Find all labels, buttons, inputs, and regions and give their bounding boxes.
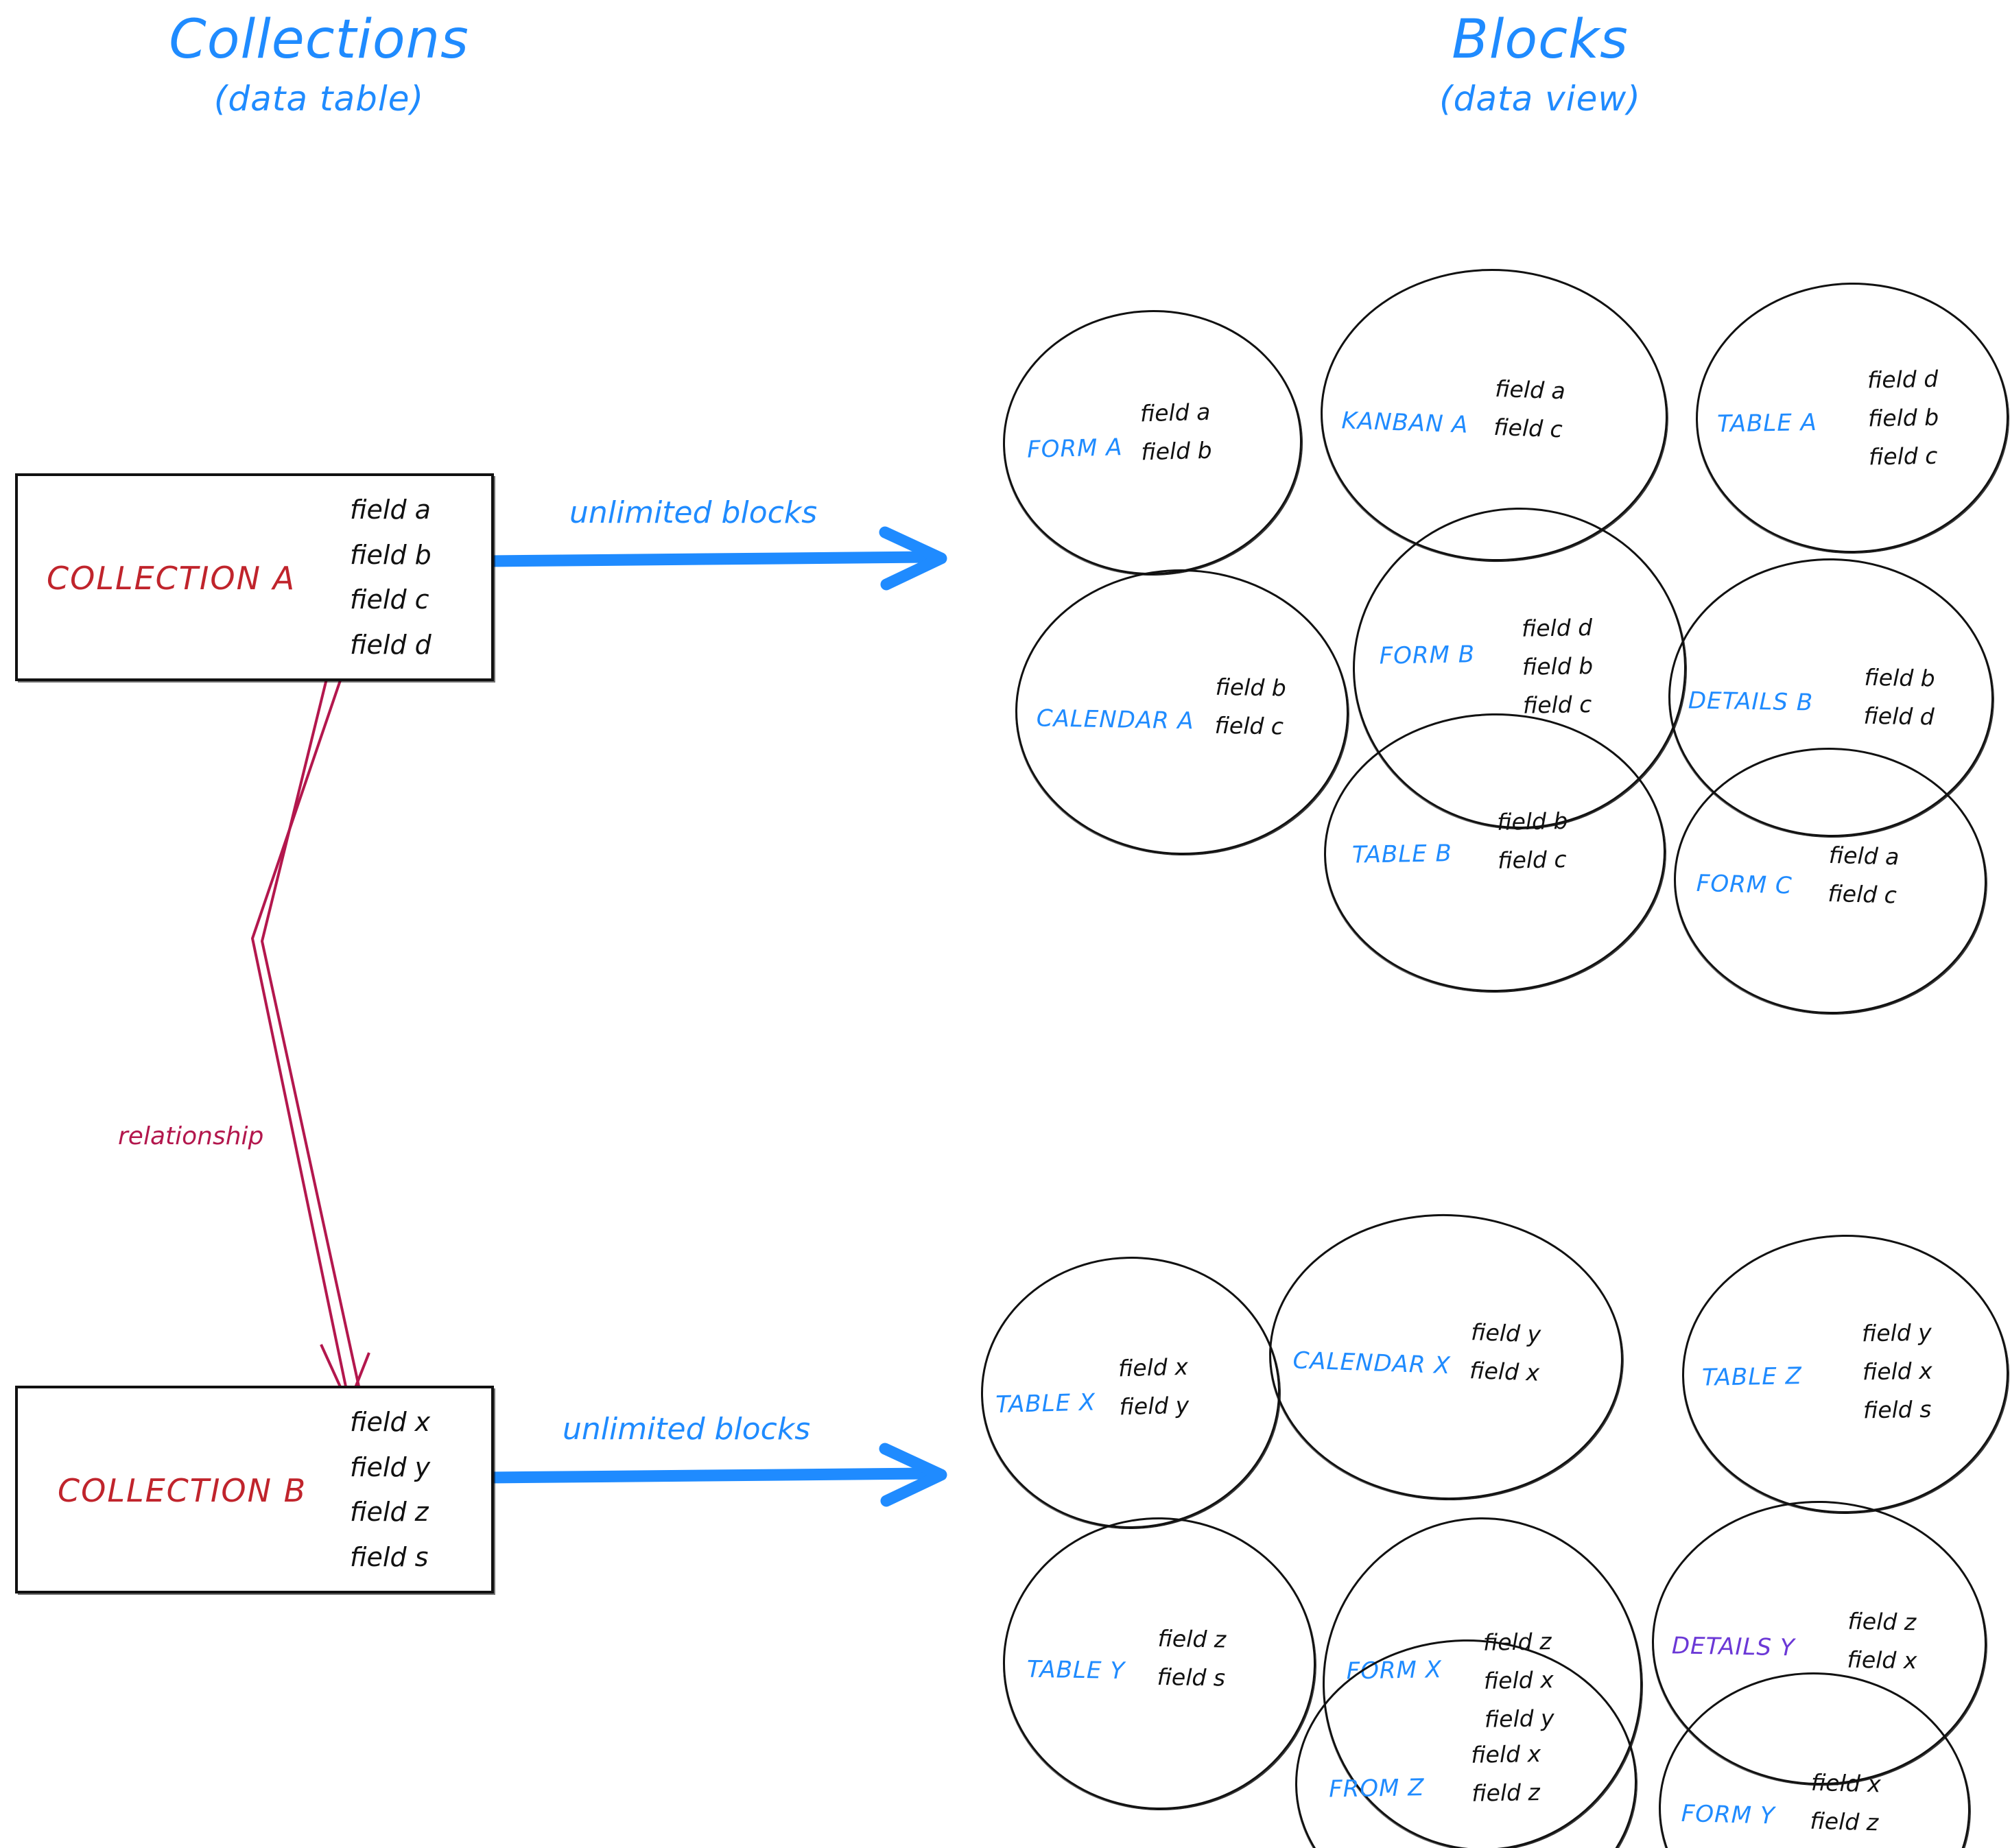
block-calendar-x-fields: field y field x	[1469, 1313, 1541, 1393]
block-calendar-x-field-1: field x	[1469, 1357, 1540, 1386]
block-calendar-a-field-0: field b	[1215, 673, 1287, 702]
block-table-y-field-0: field z	[1157, 1624, 1227, 1653]
heading-collections: Collections (data table)	[169, 9, 469, 119]
block-details-b-fields: field b field d	[1863, 659, 1935, 737]
collection-a-name: COLLECTION A	[47, 560, 296, 597]
heading-blocks-title: Blocks	[1452, 9, 1629, 71]
block-calendar-a[interactable]: CALENDAR A field b field c	[1013, 566, 1351, 858]
block-kanban-a-field-1: field c	[1493, 414, 1563, 443]
collection-box-b[interactable]: COLLECTION B field x field y field z fie…	[15, 1386, 494, 1594]
block-table-x-name: TABLE X	[995, 1388, 1096, 1419]
arrow-label-unlimited-blocks-b: unlimited blocks	[563, 1412, 811, 1447]
collection-box-a[interactable]: COLLECTION A field a field b field c fie…	[15, 473, 494, 681]
block-table-a-fields: field d field b field c	[1867, 360, 1940, 477]
block-calendar-a-name: CALENDAR A	[1036, 704, 1195, 735]
block-table-b-name: TABLE B	[1351, 840, 1453, 869]
block-calendar-x-field-0: field y	[1470, 1318, 1541, 1348]
block-table-a-field-2: field c	[1868, 442, 1938, 471]
block-calendar-a-fields: field b field c	[1214, 668, 1286, 746]
block-form-y-field-0: field x	[1810, 1768, 1882, 1798]
block-form-a-name: FORM A	[1026, 434, 1124, 464]
arrow-unlimited-blocks-a	[483, 526, 947, 591]
heading-blocks: Blocks (data view)	[1439, 9, 1641, 119]
block-table-a[interactable]: TABLE A field d field b field c	[1693, 280, 2010, 556]
block-table-x-fields: field x field y	[1118, 1348, 1190, 1427]
block-form-c-fields: field a field c	[1828, 836, 1900, 915]
block-table-y-name: TABLE Y	[1026, 1655, 1126, 1685]
block-calendar-x[interactable]: CALENDAR X field y field x	[1264, 1208, 1629, 1506]
collection-a-field-1: field b	[350, 539, 431, 570]
block-table-x[interactable]: TABLE X field x field y	[977, 1253, 1284, 1532]
block-table-z[interactable]: TABLE Z field y field x field s	[1679, 1231, 2010, 1517]
collection-b-name: COLLECTION B	[58, 1472, 307, 1509]
block-details-b-name: DETAILS B	[1688, 687, 1814, 717]
block-table-y-field-1: field s	[1157, 1663, 1226, 1692]
block-form-a[interactable]: FORM A field a field b	[1000, 306, 1305, 579]
block-form-c-name: FORM C	[1696, 869, 1793, 900]
block-details-b-field-1: field d	[1863, 702, 1935, 731]
collection-b-field-0: field x	[350, 1406, 431, 1437]
block-form-b-name: FORM B	[1379, 641, 1476, 670]
block-details-b-field-0: field b	[1864, 663, 1936, 692]
block-details-y-field-1: field x	[1847, 1646, 1917, 1674]
block-table-b-fields: field b field c	[1497, 802, 1569, 880]
block-form-a-field-1: field b	[1140, 436, 1213, 466]
collection-b-field-3: field s	[350, 1542, 429, 1573]
block-calendar-x-name: CALENDAR X	[1292, 1347, 1452, 1380]
block-form-b-field-0: field d	[1521, 614, 1593, 642]
block-from-z-field-0: field x	[1470, 1740, 1541, 1768]
collection-b-field-2: field z	[350, 1497, 429, 1528]
block-details-y-field-0: field z	[1847, 1607, 1917, 1636]
block-table-a-field-1: field b	[1867, 403, 1939, 432]
block-table-z-field-0: field y	[1861, 1318, 1932, 1347]
block-table-z-field-1: field x	[1862, 1357, 1933, 1386]
block-form-b-fields: field d field b field c	[1522, 608, 1594, 725]
heading-blocks-subtitle: (data view)	[1439, 78, 1641, 119]
collection-a-field-0: field a	[350, 494, 431, 525]
heading-collections-title: Collections	[169, 9, 469, 71]
relationship-connector	[250, 676, 370, 1406]
arrow-unlimited-blocks-b	[483, 1443, 947, 1507]
relationship-label: relationship	[118, 1122, 264, 1150]
block-table-z-fields: field y field x field s	[1861, 1314, 1933, 1430]
block-details-y-fields: field z field x	[1847, 1602, 1918, 1681]
block-form-y-name: FORM Y	[1681, 1799, 1776, 1830]
block-table-x-field-1: field y	[1119, 1391, 1190, 1421]
block-details-y-name: DETAILS Y	[1671, 1632, 1795, 1662]
block-table-y-fields: field z field s	[1157, 1620, 1227, 1698]
block-table-x-field-0: field x	[1118, 1353, 1189, 1382]
block-from-z-field-1: field z	[1471, 1779, 1541, 1807]
block-from-z-name: FROM Z	[1328, 1774, 1425, 1803]
block-table-a-field-0: field d	[1867, 365, 1939, 394]
block-form-c-field-0: field a	[1828, 841, 1900, 870]
block-form-y-fields: field x field z	[1810, 1764, 1882, 1843]
collection-b-fields: field x field y field z field s	[350, 1399, 480, 1580]
block-calendar-a-field-1: field c	[1214, 711, 1284, 740]
collection-a-field-2: field c	[350, 584, 429, 615]
block-table-z-field-2: field s	[1863, 1395, 1932, 1424]
block-form-c-field-1: field c	[1828, 879, 1897, 909]
block-form-a-fields: field a field b	[1139, 393, 1212, 472]
block-table-b-field-0: field b	[1496, 807, 1568, 836]
block-form-b-field-1: field b	[1522, 652, 1594, 680]
arrow-label-unlimited-blocks-a: unlimited blocks	[569, 495, 818, 530]
block-table-y[interactable]: TABLE Y field z field s	[1000, 1515, 1319, 1812]
collection-b-field-1: field y	[350, 1452, 431, 1482]
block-form-a-field-0: field a	[1139, 398, 1211, 427]
block-from-z-fields: field x field z	[1471, 1735, 1542, 1813]
block-kanban-a-fields: field a field c	[1493, 370, 1566, 449]
block-kanban-a-field-0: field a	[1494, 375, 1566, 405]
block-table-a-name: TABLE A	[1716, 408, 1818, 438]
block-table-z-name: TABLE Z	[1701, 1362, 1803, 1392]
collection-a-field-3: field d	[350, 630, 431, 661]
heading-collections-subtitle: (data table)	[213, 78, 425, 119]
collection-a-fields: field a field b field c field d	[350, 487, 480, 667]
block-kanban-a-name: KANBAN A	[1340, 407, 1469, 439]
block-form-y-field-1: field z	[1810, 1807, 1879, 1836]
block-table-b-field-1: field c	[1497, 846, 1567, 874]
